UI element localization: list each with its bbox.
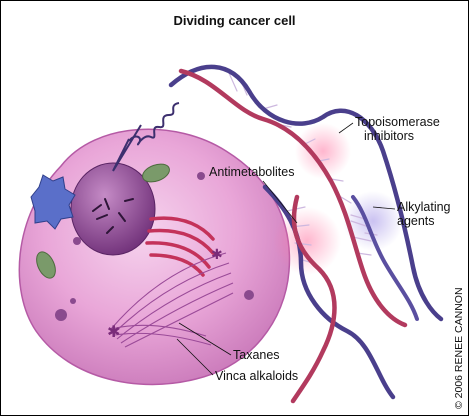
golgi-apparatus (145, 216, 215, 277)
glow-red (273, 207, 341, 275)
dna-strand-red (178, 68, 408, 328)
label-antimetabolites: Antimetabolites (209, 165, 295, 179)
label-alkylating-line2: agents (397, 214, 435, 228)
dna-helix (168, 64, 444, 404)
mitochondrion (142, 163, 170, 183)
leader-alkylating (372, 206, 396, 210)
dna-strand-blue (168, 64, 444, 322)
aster-star: ✱ (211, 247, 223, 263)
vesicle (70, 298, 76, 304)
chromosomes (92, 198, 134, 234)
spindle-fibers (110, 252, 234, 348)
glow-red (295, 123, 351, 179)
label-alkylating-line1: Alkylating (397, 200, 451, 214)
cancer-cell: ✱ ✱ (18, 102, 291, 386)
centrosome (30, 174, 76, 230)
leader-antimetabolites (262, 180, 298, 224)
leader-vinca (176, 338, 214, 376)
dna-strand-right (351, 195, 419, 321)
spindle-coil (112, 102, 180, 172)
figure-title: Dividing cancer cell (173, 13, 296, 28)
vesicle (244, 290, 254, 300)
label-taxanes: Taxanes (233, 348, 280, 362)
vesicle (55, 309, 67, 321)
aster-star: ✱ (107, 322, 120, 341)
leader-taxanes (178, 322, 232, 356)
nucleus (70, 162, 156, 256)
vesicle (73, 237, 81, 245)
leader-topoisomerase (338, 122, 354, 134)
dna-strand-lower-b (290, 194, 337, 404)
copyright-credit: © 2006 RENEE CANNON (453, 287, 465, 409)
vesicle (197, 172, 205, 180)
dna-strand-lower-a (262, 184, 396, 400)
label-vinca-alkaloids: Vinca alkaloids (215, 369, 299, 383)
label-topoisomerase-line2: inhibitors (364, 129, 415, 143)
label-topoisomerase-line1: Topoisomerase (355, 115, 440, 129)
leader-lines (176, 122, 396, 376)
mitochondrion (36, 251, 56, 279)
